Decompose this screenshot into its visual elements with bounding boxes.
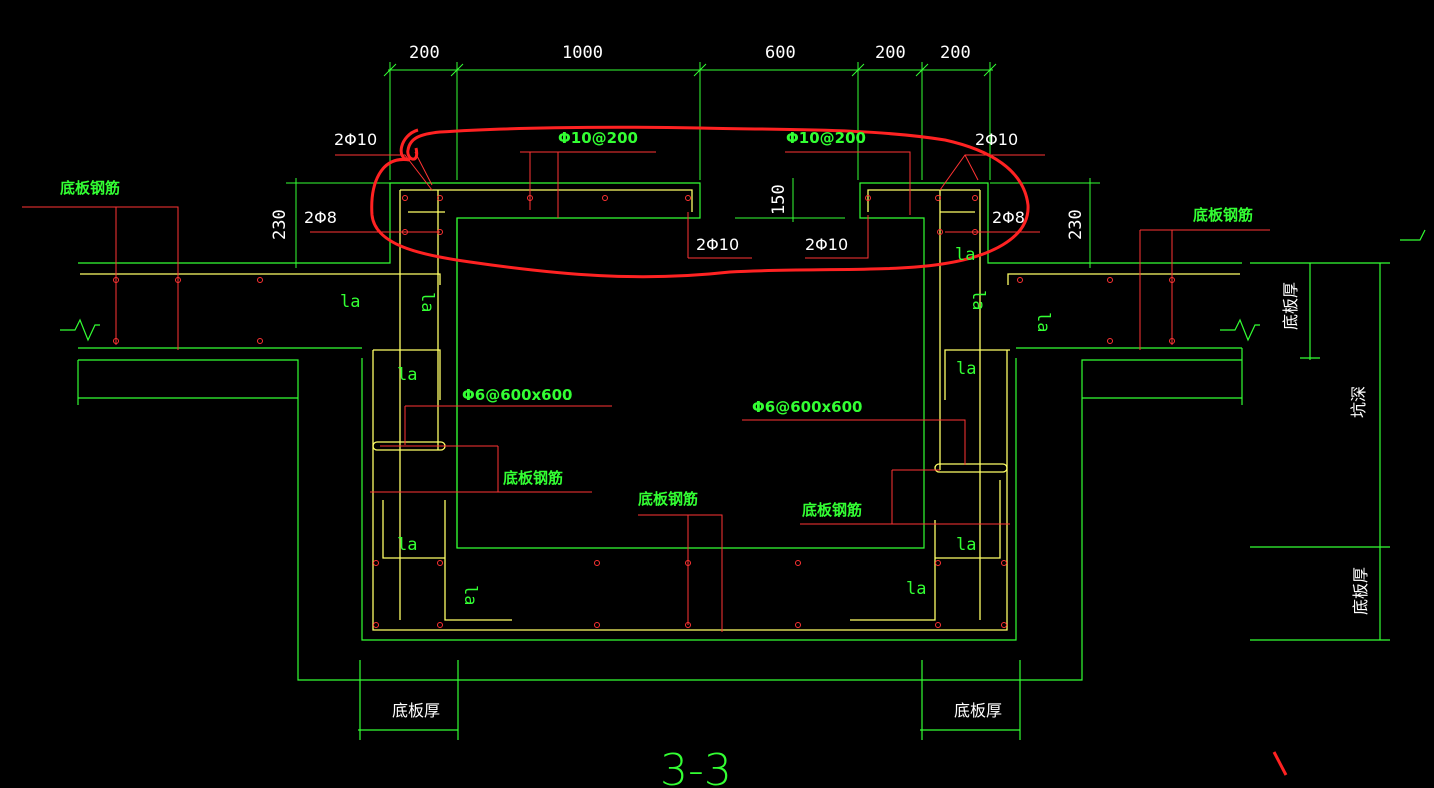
- slab-thickness-vertical-2: 底板厚: [1351, 567, 1370, 615]
- label-phi6-right: Φ6@600x600: [752, 398, 863, 416]
- slab-thickness-label-1: 底板厚: [392, 701, 440, 720]
- slab-labels: 底板钢筋 底板钢筋 底板钢筋 底板钢筋 底板钢筋 底板厚 底板厚 底板厚 底板厚…: [60, 179, 1370, 720]
- dim-230-left: 230: [270, 209, 290, 240]
- la-label: la: [955, 245, 975, 265]
- slab-rebar-label-5: 底板钢筋: [802, 501, 862, 519]
- section-title: 3-3: [660, 745, 732, 788]
- label-phi10-at200-right: Φ10@200: [786, 129, 866, 147]
- rebar-points: [113, 195, 1175, 628]
- leader-lines: [22, 151, 1270, 632]
- label-2phi10-bottom-a: 2Φ10: [696, 235, 739, 254]
- dim-1000: 1000: [562, 43, 603, 63]
- slab-rebar-label-4: 底板钢筋: [638, 490, 698, 508]
- dim-200-c: 200: [940, 43, 971, 63]
- slab-rebar-label-2: 底板钢筋: [1193, 206, 1253, 224]
- slab-thickness-vertical-1: 底板厚: [1281, 282, 1300, 330]
- dim-200-b: 200: [875, 43, 906, 63]
- slab-rebar-label-3: 底板钢筋: [503, 469, 563, 487]
- label-2phi10-bottom-b: 2Φ10: [805, 235, 848, 254]
- rebar-lines: [80, 189, 1240, 631]
- concrete-outline: [60, 182, 1426, 740]
- dimension-texts: 200 1000 600 200 200 230 230 150: [270, 43, 1086, 240]
- highlight-tick: [1272, 751, 1288, 776]
- dim-200-a: 200: [409, 43, 440, 63]
- la-label: la: [397, 535, 417, 555]
- label-2phi10-top-left: 2Φ10: [334, 130, 377, 149]
- la-label: la: [417, 292, 437, 312]
- la-label: la: [956, 535, 976, 555]
- la-label: la: [1033, 312, 1053, 332]
- la-label: la: [340, 292, 360, 312]
- pit-depth-label: 坑深: [1349, 386, 1368, 418]
- la-label: la: [460, 585, 480, 605]
- la-label: la: [956, 359, 976, 379]
- la-label: la: [906, 579, 926, 599]
- dim-600: 600: [765, 43, 796, 63]
- dim-150: 150: [769, 184, 789, 215]
- highlight-ellipse: [370, 125, 1030, 279]
- top-dimension-lines: [286, 62, 1100, 268]
- slab-rebar-label-1: 底板钢筋: [60, 179, 120, 197]
- label-2phi10-top-right: 2Φ10: [975, 130, 1018, 149]
- label-phi6-left: Φ6@600x600: [462, 386, 573, 404]
- dim-230-right: 230: [1066, 209, 1086, 240]
- slab-thickness-label-2: 底板厚: [954, 701, 1002, 720]
- la-label: la: [397, 365, 417, 385]
- la-label: la: [968, 290, 988, 310]
- label-2phi8-right: 2Φ8: [992, 208, 1025, 227]
- label-phi10-at200-left: Φ10@200: [558, 129, 638, 147]
- anchorage-labels: la la la la la la la la la la la: [340, 245, 1053, 605]
- label-2phi8-left: 2Φ8: [304, 208, 337, 227]
- rebar-annotations: 2Φ10 2Φ10 Φ10@200 Φ10@200 2Φ8 2Φ8 2Φ10 2…: [304, 129, 1025, 416]
